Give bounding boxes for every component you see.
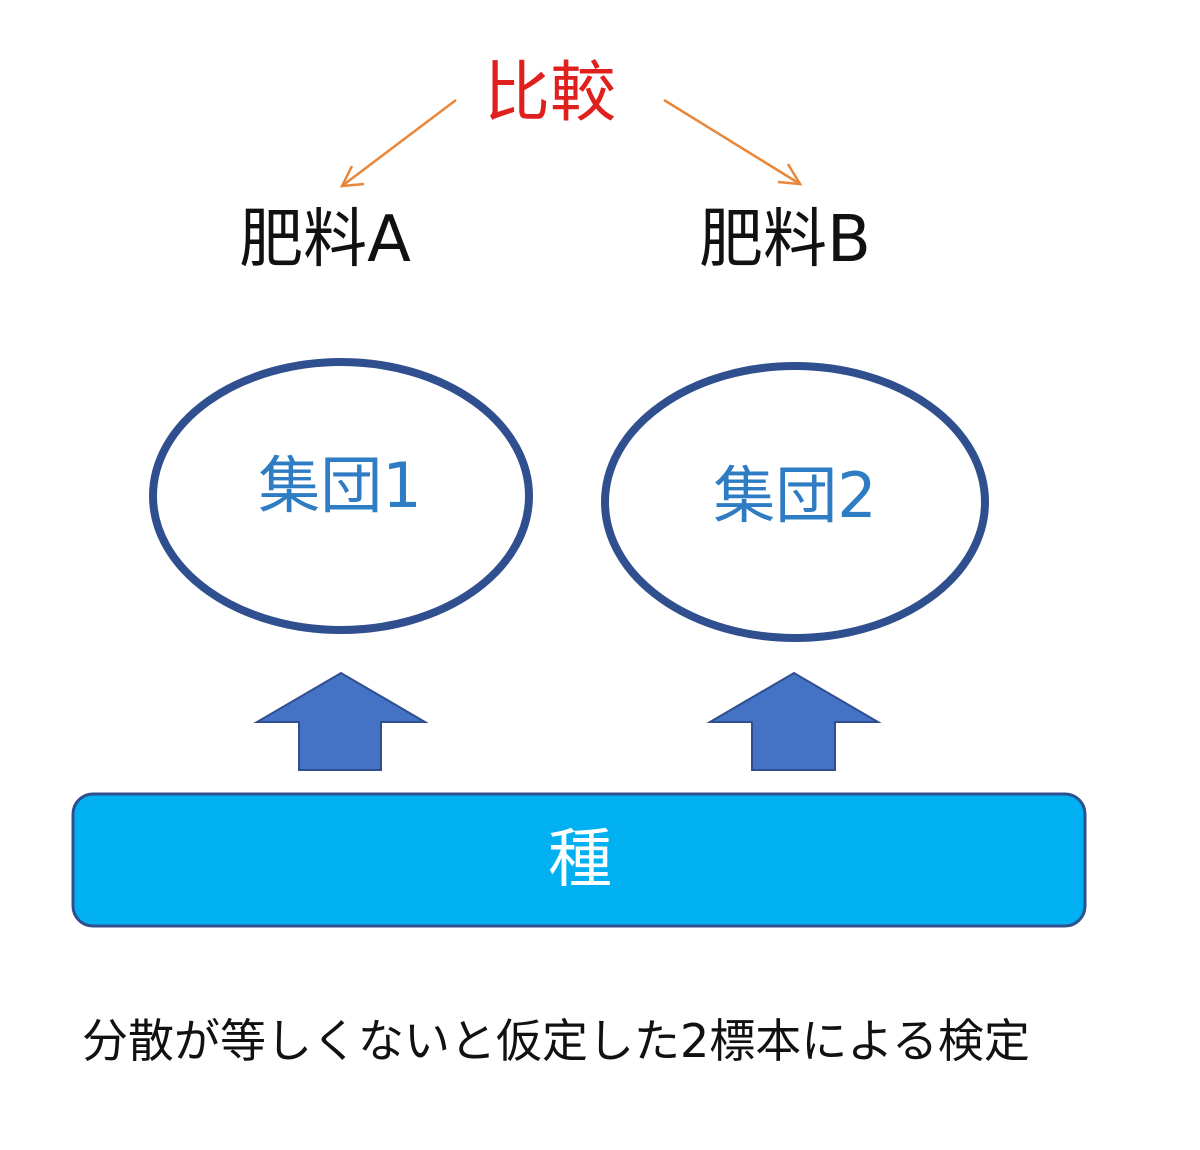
seed-label: 種 [548, 823, 612, 897]
compare-arrow-right [663, 98, 803, 186]
group-2-label: 集団2 [713, 459, 877, 532]
fertilizer-b-label: 肥料B [699, 203, 871, 277]
compare-arrow-left [339, 99, 457, 188]
seed-block [71, 792, 1087, 928]
compare-title: 比較 [484, 54, 616, 131]
group-1-ellipse [149, 358, 533, 634]
caption-text: 分散が等しくないと仮定した2標本による検定 [82, 1014, 1030, 1068]
group-1-label: 集団1 [258, 449, 422, 522]
block-arrow-right [706, 671, 882, 771]
group-2-ellipse [601, 362, 989, 642]
fertilizer-a-label: 肥料A [239, 203, 411, 277]
block-arrow-left [253, 671, 429, 771]
